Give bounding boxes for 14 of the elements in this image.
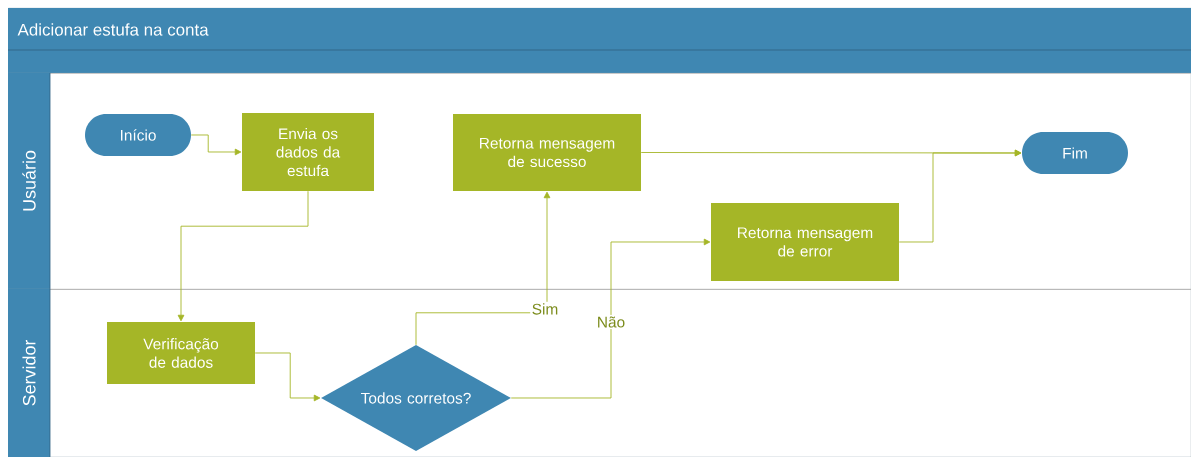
process-box: Retorna mensagem de sucesso <box>453 114 641 191</box>
edge-label: Sim <box>530 301 560 317</box>
process-box: Verificação de dados <box>107 322 255 384</box>
lane-header: Servidor <box>8 288 51 457</box>
arrow <box>415 191 551 346</box>
arrow <box>898 149 1022 243</box>
arrow <box>254 352 321 402</box>
process-box: Retorna mensagem de error <box>711 203 899 281</box>
arrow <box>510 238 711 399</box>
edge-label: Não <box>595 314 627 330</box>
lane-header: Usuário <box>8 72 51 290</box>
arrow <box>190 134 242 156</box>
process-box: Envia os dados da estufa <box>242 113 374 191</box>
arrow <box>177 190 309 322</box>
